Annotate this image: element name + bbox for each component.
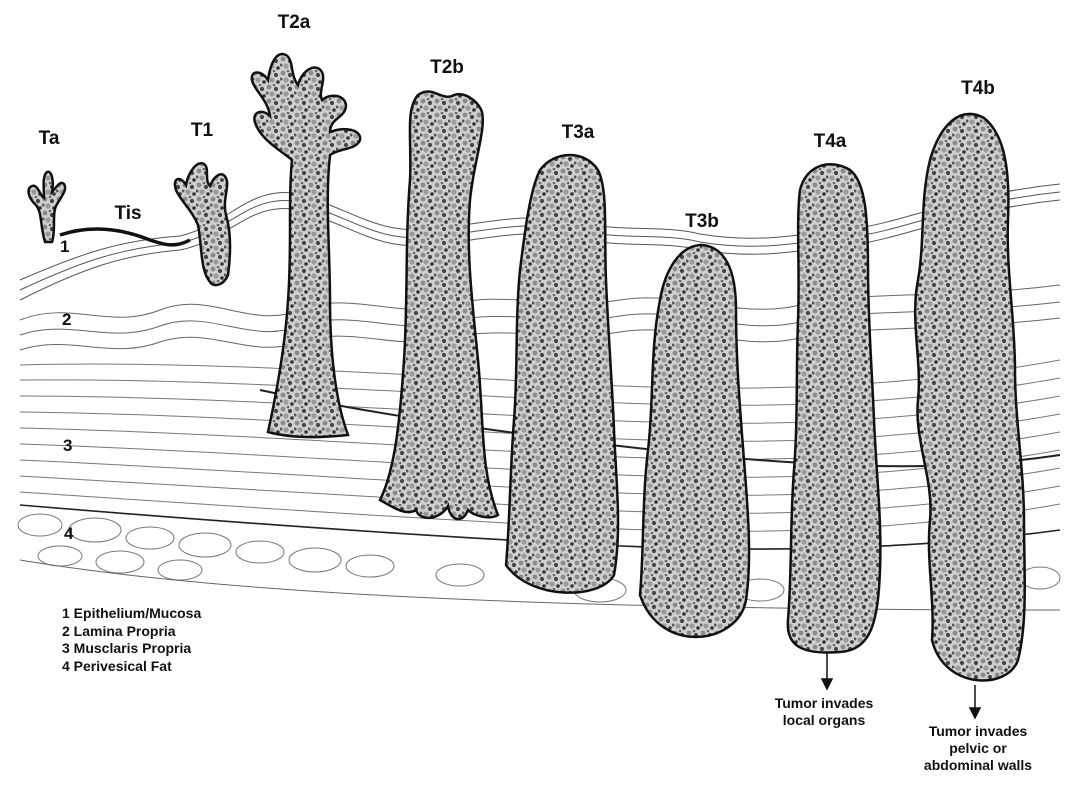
- tumor-t3b: [640, 245, 749, 637]
- note-t4b-line-1: Tumor invades: [924, 723, 1032, 740]
- layer-legend: 1 Epithelium/Mucosa 2 Lamina Propria 3 M…: [62, 605, 201, 675]
- stage-label-t2b: T2b: [430, 57, 464, 79]
- legend-item-lamina-propria: 2 Lamina Propria: [62, 623, 201, 641]
- arrow-t4a-head: [822, 679, 832, 689]
- stage-label-t4a: T4a: [814, 131, 847, 153]
- note-t4b-line-3: abdominal walls: [924, 757, 1032, 774]
- stage-label-t3a: T3a: [562, 122, 595, 144]
- note-t4a: Tumor invades local organs: [775, 695, 874, 729]
- note-t4b: Tumor invades pelvic or abdominal walls: [924, 723, 1032, 774]
- note-t4b-line-2: pelvic or: [924, 740, 1032, 757]
- stage-label-tis: Tis: [114, 203, 141, 225]
- layer-number-3: 3: [63, 436, 72, 456]
- legend-item-epithelium: 1 Epithelium/Mucosa: [62, 605, 201, 623]
- arrow-t4b-head: [970, 708, 980, 718]
- tumor-t3a: [506, 155, 618, 593]
- layer-number-4: 4: [64, 524, 73, 544]
- stage-label-t4b: T4b: [961, 78, 995, 100]
- tumor-t1: [175, 163, 230, 285]
- layer-number-2: 2: [62, 310, 71, 330]
- stage-label-t1: T1: [191, 120, 213, 142]
- legend-item-muscularis-propria: 3 Musclaris Propria: [62, 640, 201, 658]
- tumors: [29, 54, 1025, 680]
- tumor-t2b: [380, 91, 498, 519]
- layer-number-1: 1: [60, 237, 69, 257]
- note-t4a-line-1: Tumor invades: [775, 695, 874, 712]
- stage-label-t3b: T3b: [685, 211, 719, 233]
- tumor-t4b: [915, 114, 1025, 680]
- tumor-t2a: [252, 54, 360, 437]
- tumor-ta: [29, 172, 66, 242]
- tumor-t4a: [788, 164, 881, 652]
- legend-item-perivesical-fat: 4 Perivesical Fat: [62, 658, 201, 676]
- note-t4a-line-2: local organs: [775, 712, 874, 729]
- stage-label-ta: Ta: [39, 128, 60, 150]
- stage-label-t2a: T2a: [278, 12, 311, 34]
